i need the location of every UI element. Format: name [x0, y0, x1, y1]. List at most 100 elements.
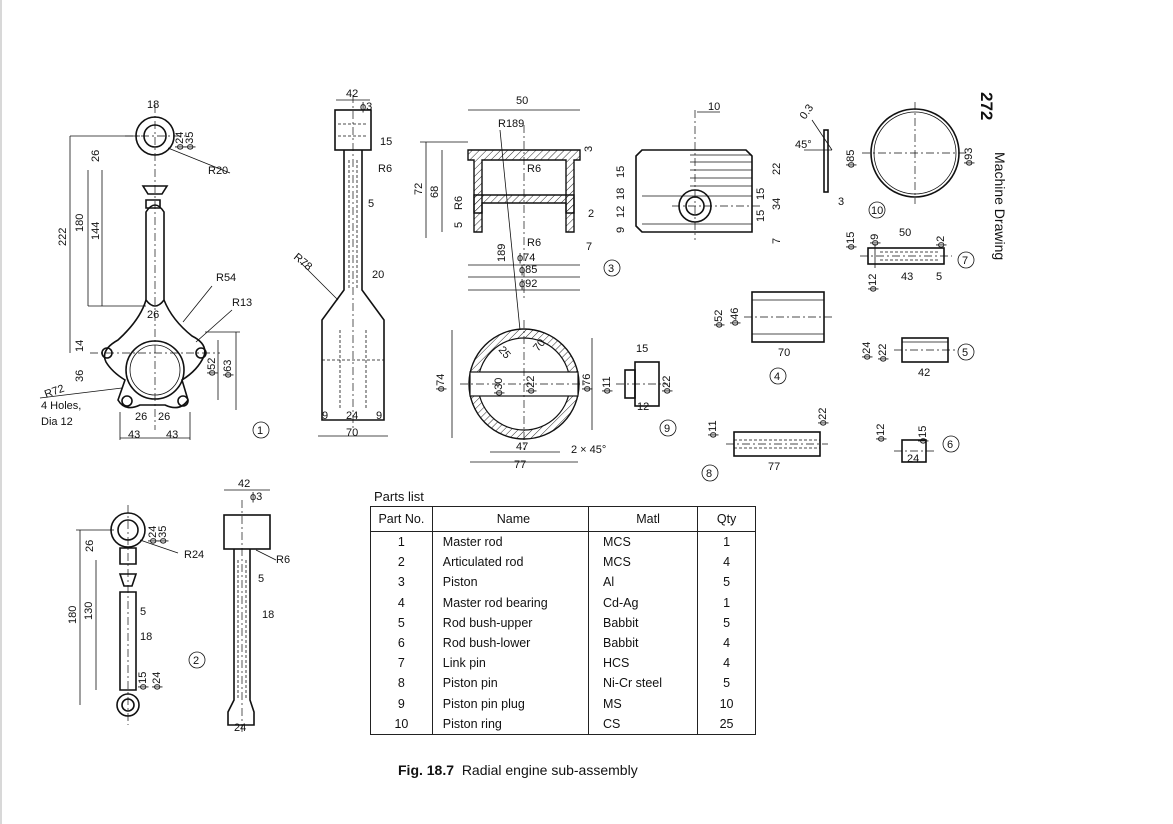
- dim-label: ϕ15: [845, 232, 857, 250]
- dim-label: ϕ3: [250, 491, 262, 503]
- dim-label: ϕ11: [707, 420, 719, 438]
- articulated-rod-side-view: 42 ϕ3 R6 5 18 24: [223, 478, 290, 735]
- dim-label: 70: [346, 427, 358, 439]
- part-no-cell: 6: [370, 632, 433, 654]
- dim-label: ϕ76: [581, 374, 593, 392]
- dim-label: ϕ15: [917, 426, 929, 444]
- dim-label: 3: [583, 146, 595, 152]
- piston-section-view: 50 R189 R6 R6 ϕ74 ϕ85 ϕ92 72 68 R6 5 189…: [413, 95, 621, 331]
- material-cell: MCS: [587, 531, 699, 553]
- part-name-cell: Master rod bearing: [431, 592, 590, 613]
- dim-label: ϕ22: [817, 408, 829, 426]
- dim-label: 15: [755, 210, 767, 222]
- dim-label: 189: [496, 244, 508, 262]
- piston-ring-views: 0.3 45° 3 ϕ85 ϕ93 10: [795, 102, 975, 219]
- dim-label: 26: [135, 411, 147, 423]
- master-rod-front-view: 18 R20 R54 R13 26 26 26 43 43 4 Holes, D…: [39, 99, 270, 441]
- dim-label: ϕ52: [713, 310, 725, 328]
- quantity-cell: 1: [697, 531, 756, 553]
- material-cell: Cd-Ag: [587, 592, 699, 613]
- material-cell: Babbit: [587, 632, 699, 654]
- parts-list-caption: Parts list: [374, 489, 424, 504]
- table-row: 7 Link pin HCS 4: [370, 653, 756, 674]
- dim-label: ϕ74: [435, 374, 447, 392]
- dim-label: 68: [429, 186, 441, 198]
- material-cell: HCS: [587, 653, 699, 674]
- dim-label: 9: [615, 227, 627, 233]
- dim-label: ϕ22: [877, 344, 889, 362]
- dim-label: 47: [516, 441, 528, 453]
- part-number-8: 8: [706, 468, 712, 480]
- dim-label: 15: [380, 136, 392, 148]
- part-number-4: 4: [774, 371, 780, 383]
- part-number-2: 2: [193, 655, 199, 667]
- dim-label: ϕ93: [963, 148, 975, 166]
- dim-label: 14: [74, 340, 86, 352]
- part-number-7: 7: [962, 255, 968, 267]
- dim-label: ϕ92: [519, 278, 537, 290]
- dim-label: R72: [43, 383, 66, 401]
- dim-label: R20: [208, 165, 228, 177]
- dim-label: ϕ35: [157, 526, 169, 544]
- part-name-cell: Piston ring: [431, 713, 590, 735]
- dim-label: ϕ46: [729, 308, 741, 326]
- part-name-cell: Piston pin plug: [431, 693, 590, 714]
- dim-label: ϕ74: [517, 252, 535, 264]
- dim-label: R78: [291, 251, 314, 273]
- part-no-cell: 4: [370, 592, 433, 613]
- dim-label: R13: [232, 297, 252, 309]
- column-header: Part No.: [370, 506, 433, 532]
- dim-label: 10: [708, 101, 720, 113]
- dim-label: 2: [588, 208, 594, 220]
- dim-label: 20: [372, 269, 384, 281]
- quantity-cell: 1: [697, 592, 756, 613]
- dim-label: R54: [216, 272, 236, 284]
- dim-label: 4 Holes,: [41, 400, 81, 412]
- material-cell: Al: [587, 572, 699, 593]
- dim-label: 222: [57, 228, 69, 246]
- material-cell: MCS: [587, 552, 699, 573]
- column-header: Matl: [587, 506, 699, 532]
- dim-label: 77: [514, 459, 526, 471]
- dim-label: 5: [368, 198, 374, 210]
- part-number-10: 10: [871, 205, 883, 217]
- dim-label: 45°: [795, 139, 812, 151]
- dim-label: 5: [258, 573, 264, 585]
- dim-label: 15: [615, 166, 627, 178]
- piston-elevation-view: 10 15 18 12 9 22 15 15 34 7: [615, 101, 783, 244]
- dim-label: 5: [453, 222, 465, 228]
- part-number-1: 1: [257, 425, 263, 437]
- part-no-cell: 2: [370, 552, 433, 573]
- table-header-row: Part No. Name Matl Qty: [370, 506, 756, 532]
- quantity-cell: 4: [697, 552, 756, 573]
- dim-label: 144: [90, 222, 102, 240]
- part-number-5: 5: [962, 347, 968, 359]
- parts-list-table: Part No. Name Matl Qty 1 Master rod MCS …: [370, 506, 756, 735]
- bearing-view: 70 ϕ52 ϕ46 4: [713, 291, 832, 385]
- dim-label: ϕ22: [661, 376, 673, 394]
- dim-label: ϕ15: [137, 672, 149, 690]
- dim-label: 43: [901, 271, 913, 283]
- quantity-cell: 4: [697, 653, 756, 674]
- part-no-cell: 9: [370, 693, 433, 714]
- dim-label: 34: [771, 198, 783, 210]
- pin-plug-view: 15 12 ϕ11 ϕ22 9: [601, 343, 677, 437]
- dim-label: 12: [615, 206, 627, 218]
- lower-bush-view: 24 ϕ12 ϕ15 6: [875, 424, 960, 465]
- quantity-cell: 5: [697, 612, 756, 633]
- dim-label: 7: [771, 238, 783, 244]
- dim-label: 24: [346, 410, 358, 422]
- dim-label: 2 × 45°: [571, 444, 606, 456]
- dim-label: ϕ85: [519, 264, 537, 276]
- part-name-cell: Piston: [431, 572, 590, 593]
- dim-label: 18: [147, 99, 159, 111]
- dim-label: 15: [755, 188, 767, 200]
- table-row: 2 Articulated rod MCS 4: [370, 552, 756, 573]
- dim-label: ϕ30: [493, 378, 505, 396]
- part-name-cell: Rod bush-lower: [431, 632, 590, 654]
- dim-label: 26: [147, 309, 159, 321]
- upper-bush-view: 42 ϕ24 ϕ22 5: [861, 337, 975, 379]
- dim-label: R6: [276, 554, 290, 566]
- dim-label: 180: [74, 214, 86, 232]
